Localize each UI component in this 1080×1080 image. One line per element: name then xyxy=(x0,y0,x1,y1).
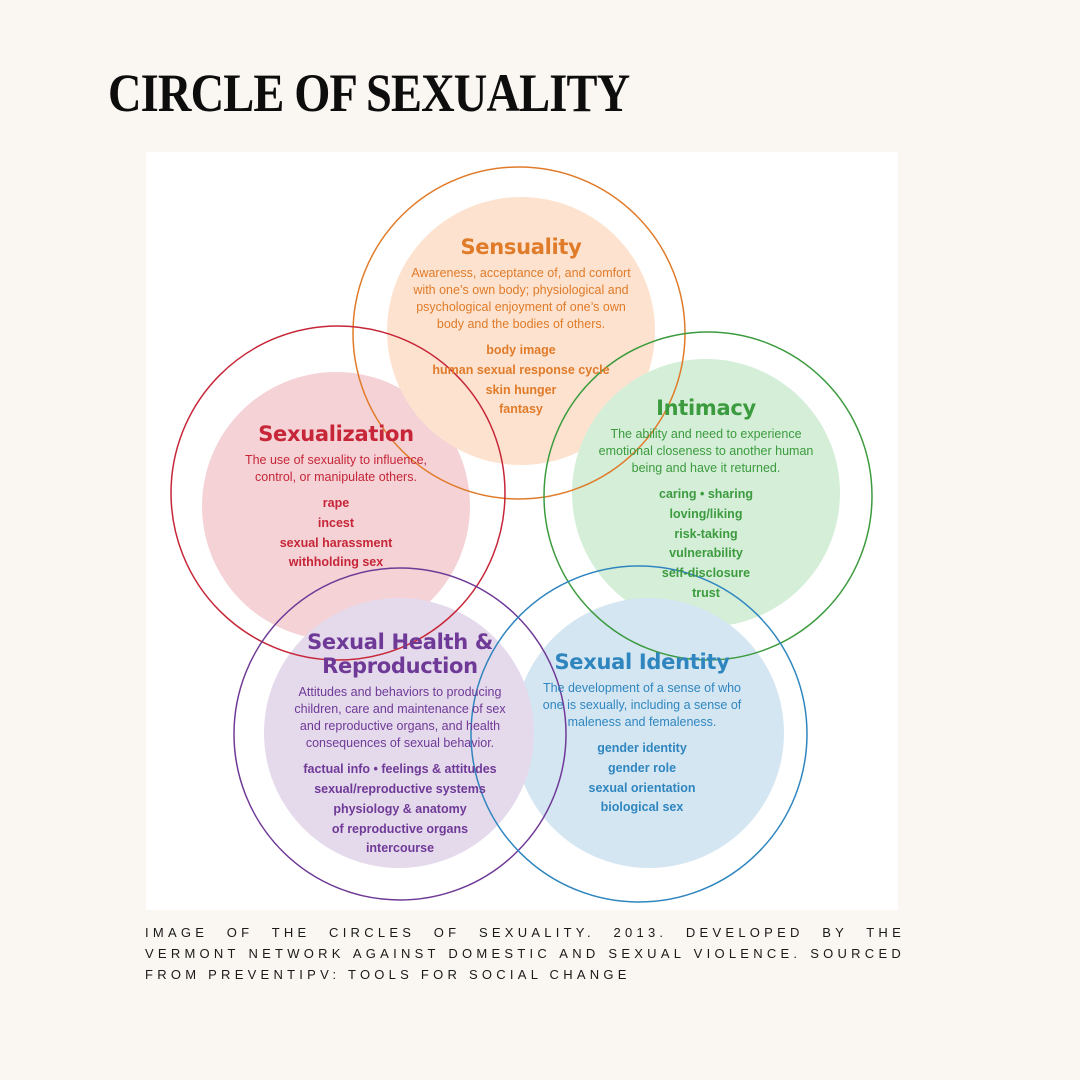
sensuality-text: Sensuality Awareness, acceptance of, and… xyxy=(401,235,641,420)
intimacy-ring xyxy=(543,331,873,661)
intimacy-item: loving/liking xyxy=(669,506,743,521)
sensuality-items: body image human sexual response cycle ski… xyxy=(401,341,641,420)
sexualization-text: Sexualization The use of sexuality to in… xyxy=(230,422,442,573)
sexual-identity-title: Sexual Identity xyxy=(554,650,730,674)
page-title: CIRCLE OF SEXUALITY xyxy=(108,63,630,123)
intimacy-item: trust xyxy=(692,585,720,600)
sexual-health-description: Attitudes and behaviors to producing chi… xyxy=(294,685,506,751)
intimacy-description: The ability and need to experience emoti… xyxy=(598,427,814,476)
sensuality-description: Awareness, acceptance of, and comfort wi… xyxy=(411,266,631,332)
sexual-identity-ring xyxy=(470,565,808,903)
sexual-health-items: factual info • feelings & attitudes sexua… xyxy=(284,760,516,859)
sensuality-title: Sensuality xyxy=(460,235,582,259)
sensuality-item: human sexual response cycle xyxy=(432,362,610,377)
circles-diagram: Sensuality Awareness, acceptance of, and… xyxy=(146,152,898,910)
sexual-identity-fill xyxy=(514,598,784,868)
intimacy-fill xyxy=(572,359,840,627)
sexual-health-item: intercourse xyxy=(365,841,435,856)
sexual-identity-item: sexual orientation xyxy=(588,780,696,795)
sexual-health-item: physiology & anatomy xyxy=(333,801,467,816)
sexual-health-title: Sexual Health & Reproduction xyxy=(307,630,493,679)
sexual-health-item: factual info • feelings & attitudes xyxy=(303,762,497,777)
sexual-health-ring xyxy=(233,567,567,901)
intimacy-item: self-disclosure xyxy=(661,566,751,581)
sexual-identity-item: gender identity xyxy=(597,741,687,756)
sensuality-item: body image xyxy=(486,343,556,358)
intimacy-items: caring • sharing loving/liking risk-taking… xyxy=(592,485,820,604)
outline-rings xyxy=(170,166,873,903)
sensuality-item: fantasy xyxy=(499,402,543,417)
sexualization-ring xyxy=(170,325,506,661)
sexualization-item: withholding sex xyxy=(288,555,384,570)
intimacy-title: Intimacy xyxy=(656,396,756,420)
sexual-identity-description: The development of a sense of who one is… xyxy=(542,681,742,730)
sexual-health-fill xyxy=(264,598,534,868)
intimacy-text: Intimacy The ability and need to experie… xyxy=(592,396,820,604)
sexual-identity-text: Sexual Identity The development of a sen… xyxy=(531,650,753,818)
sexual-identity-items: gender identity gender role sexual orienta… xyxy=(531,739,753,818)
intimacy-item: caring • sharing xyxy=(659,487,753,502)
sexualization-items: rape incest sexual harassment withholding s… xyxy=(230,494,442,573)
sexual-health-item: of reproductive organs xyxy=(331,821,469,836)
sexualization-item: rape xyxy=(322,496,350,511)
sexual-health-text: Sexual Health & Reproduction Attitudes a… xyxy=(284,630,516,859)
sensuality-item: skin hunger xyxy=(485,382,557,397)
sexualization-description: The use of sexuality to influence, contr… xyxy=(244,453,428,485)
sexual-identity-item: gender role xyxy=(607,760,677,775)
intimacy-item: vulnerability xyxy=(669,546,743,561)
sexualization-item: sexual harassment xyxy=(279,535,393,550)
sexual-health-item: sexual/reproductive systems xyxy=(314,782,486,797)
sexualization-item: incest xyxy=(317,515,355,530)
intimacy-item: risk-taking xyxy=(674,526,738,541)
sexualization-title: Sexualization xyxy=(258,422,414,446)
image-caption: IMAGE OF THE CIRCLES OF SEXUALITY. 2013.… xyxy=(145,925,905,982)
sexual-identity-item: biological sex xyxy=(600,800,684,815)
